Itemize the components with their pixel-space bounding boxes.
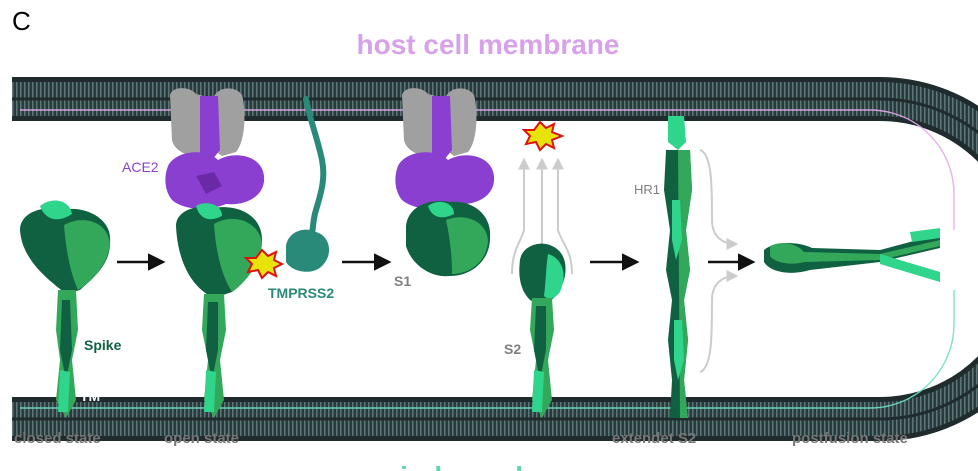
tm-label-postfusion: TM	[926, 292, 946, 308]
host-leaflet-line	[20, 109, 955, 230]
caption-open-state: open state	[164, 430, 239, 447]
tm-label-closed: TM	[80, 388, 100, 404]
fp-label-right: FP	[929, 212, 946, 227]
spike-closed	[20, 200, 111, 418]
s2-label: S2	[504, 341, 521, 357]
s1-label: S1	[394, 273, 411, 289]
fp-label-top: FP	[642, 119, 659, 134]
spike-open	[176, 203, 262, 418]
viral-leaflet-line	[20, 290, 955, 409]
hr1-label: HR1	[634, 182, 660, 197]
postfusion-spike	[764, 228, 940, 282]
viral-membrane-label: viral membrane	[385, 461, 592, 471]
hr1-bracket	[699, 149, 739, 373]
s2-subunit	[519, 243, 566, 418]
panel-letter: C	[12, 6, 31, 36]
cleavage-star-icon	[243, 248, 285, 280]
extended-s2	[664, 116, 692, 418]
ace2-open	[165, 88, 265, 209]
membrane	[12, 77, 978, 441]
ace2-s1	[395, 88, 495, 209]
tmprss2-protease	[286, 96, 330, 272]
caption-closed-state: closed state	[14, 430, 101, 447]
ace2-label: ACE2	[122, 159, 159, 175]
s1-subunit	[406, 201, 491, 277]
s2-arrows	[511, 157, 573, 275]
tmprss2-label: TMPRSS2	[268, 285, 334, 301]
host-membrane-label: host cell membrane	[357, 29, 620, 60]
spike-label: Spike	[84, 337, 122, 353]
caption-extended-s2: extendet S2	[612, 430, 696, 447]
caption-postfusion-state: postfusion state	[792, 430, 908, 447]
fusion-star-icon	[521, 120, 565, 152]
